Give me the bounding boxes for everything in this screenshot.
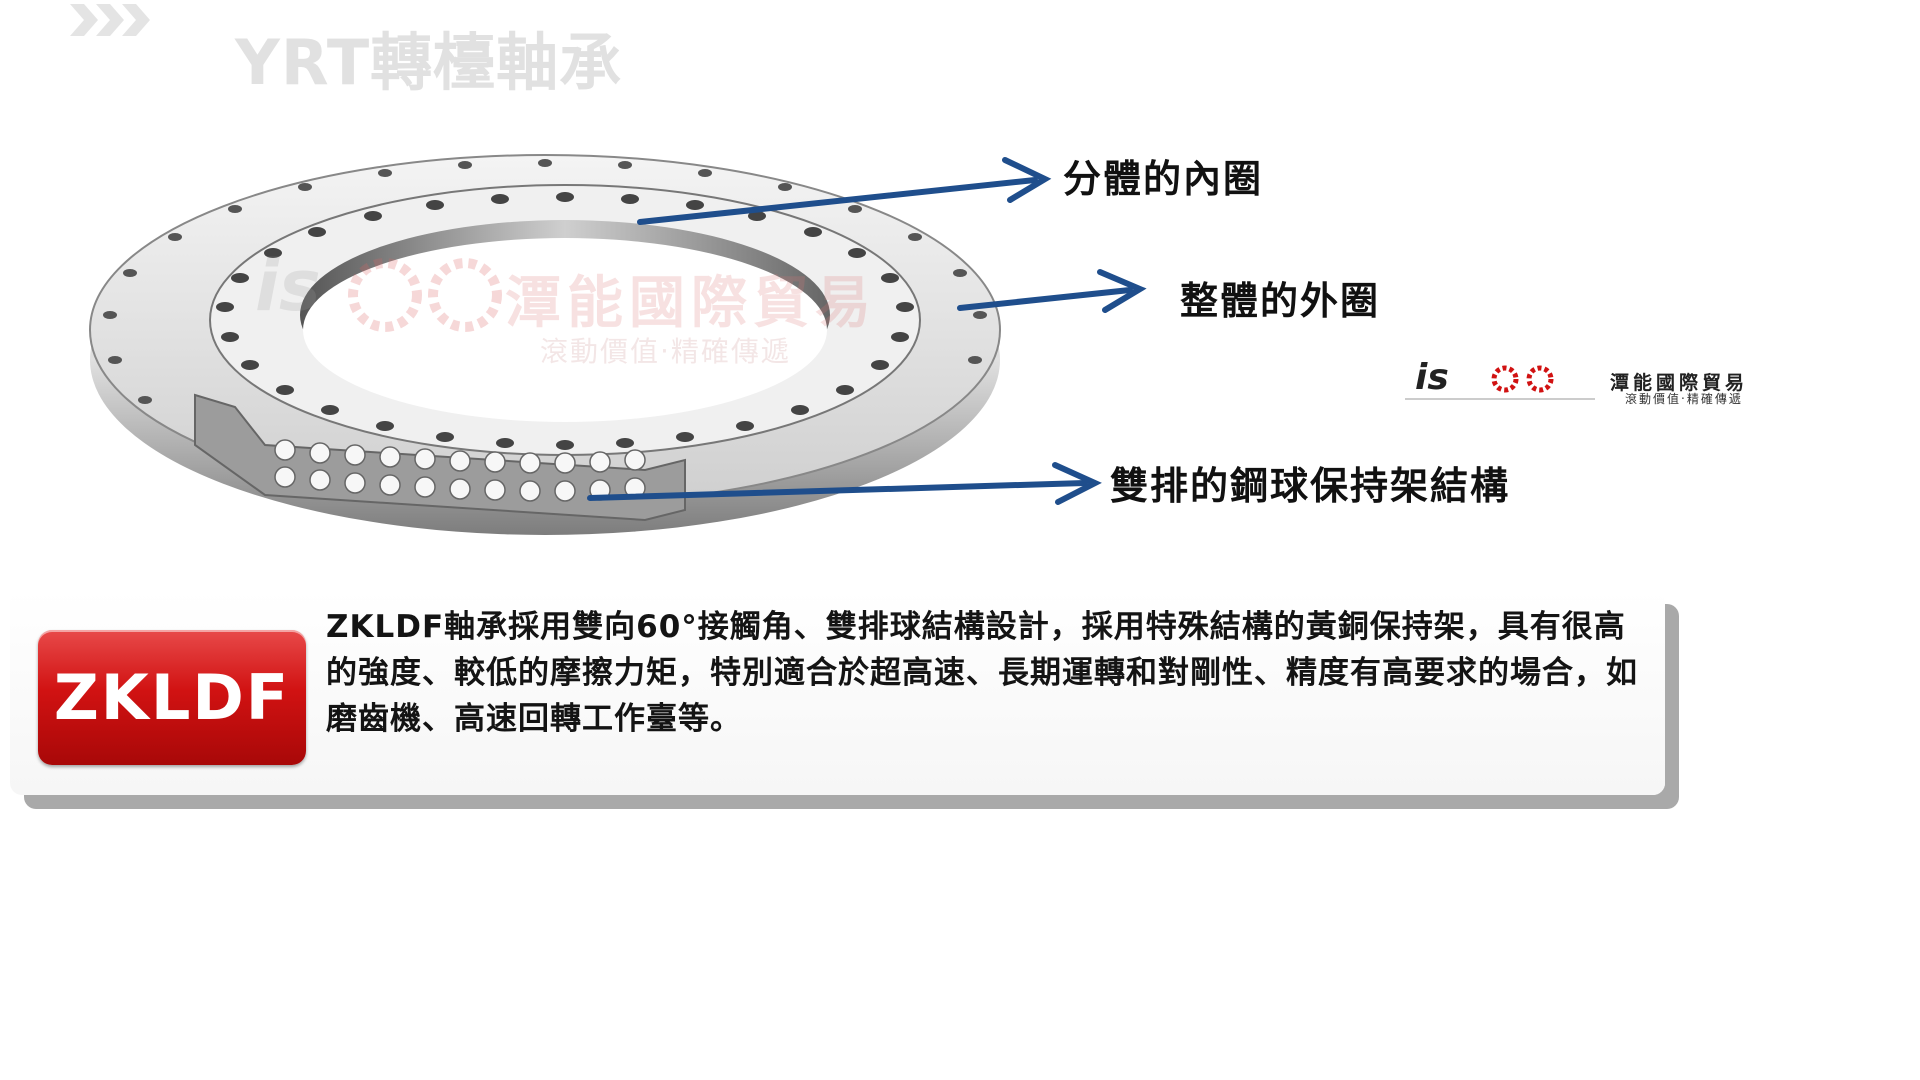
callout-outer-ring: 整體的外圈 <box>1180 279 1381 323</box>
description-text: ZKLDF軸承採用雙向60°接觸角、雙排球結構設計，採用特殊結構的黃銅保持架，具… <box>326 609 1638 737</box>
brand-slogan: 滾動價值‧精確傳遞 <box>1625 392 1743 406</box>
title-chevrons-icon <box>70 4 150 36</box>
svg-text:is: is <box>255 245 321 327</box>
bearing-illustration <box>89 154 1001 535</box>
brand-logo-text: is <box>1415 357 1449 398</box>
brand-company: 潭能國際貿易 <box>1610 372 1749 394</box>
callout-cage: 雙排的鋼球保持架結構 <box>1110 464 1511 508</box>
callout-inner-ring: 分體的內圈 <box>1063 157 1264 201</box>
brand-logo-icon: is <box>1405 357 1595 400</box>
slide-title: YRT轉檯軸承 <box>235 26 623 99</box>
watermark-slogan: 滾動價值‧精確傳遞 <box>540 335 791 368</box>
zkldf-badge: ZKLDF <box>38 630 306 765</box>
watermark-logo-icon: is <box>255 245 502 332</box>
watermark-company: 潭能國際貿易 <box>505 271 877 336</box>
